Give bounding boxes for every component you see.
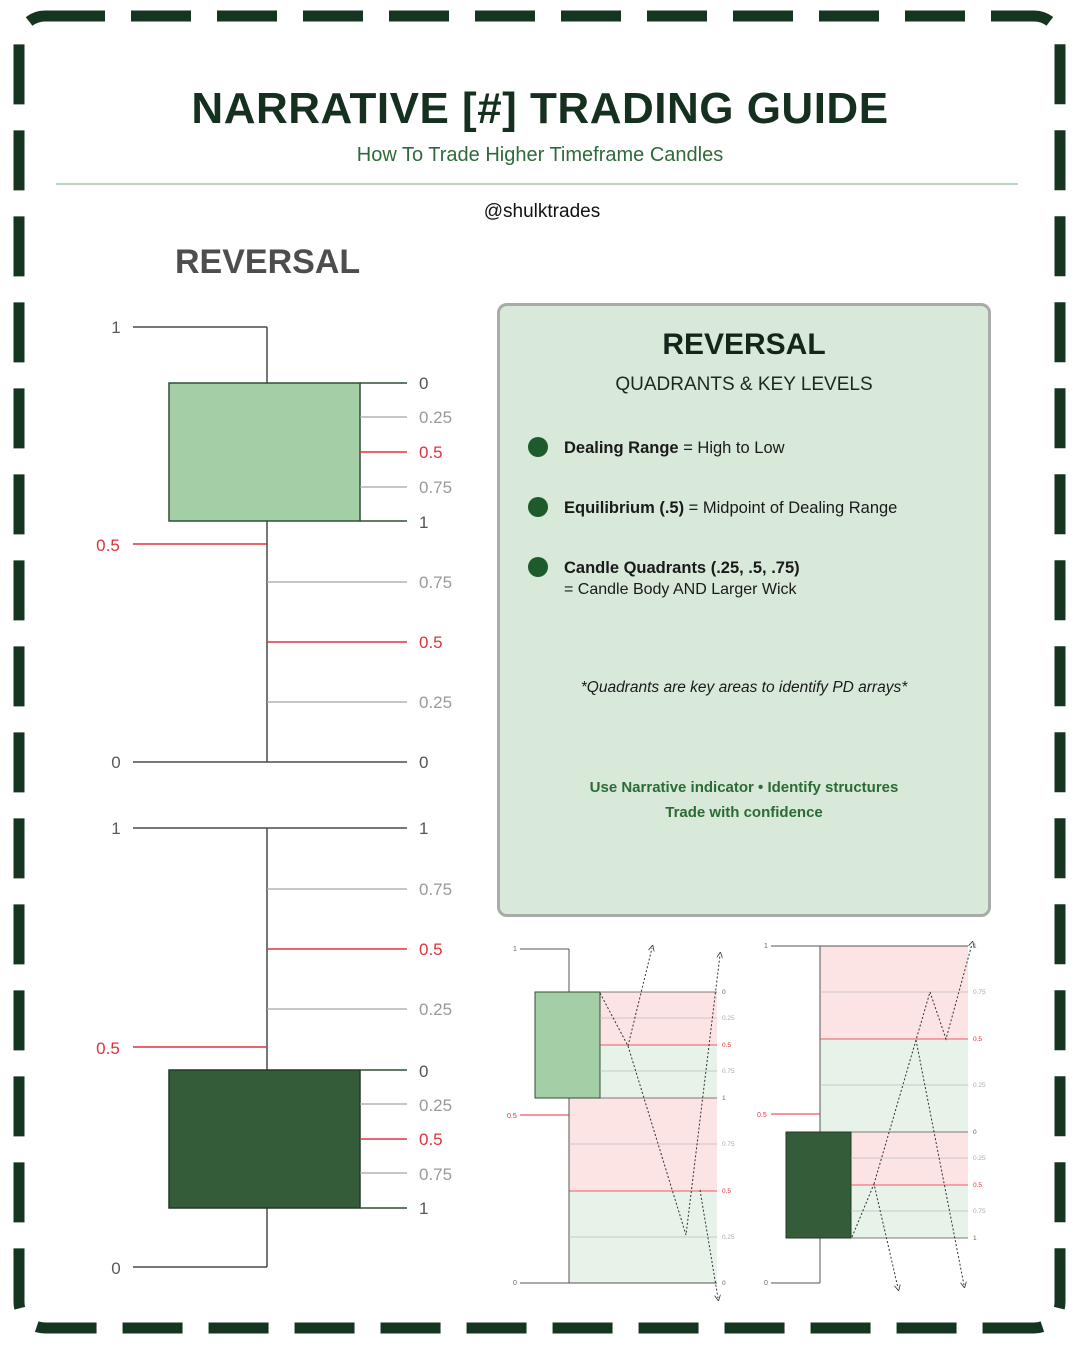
bullet-text: Equilibrium (.5) = Midpoint of Dealing R… <box>564 499 897 518</box>
premium-zone <box>600 992 717 1045</box>
level-label: 0.5 <box>419 633 443 652</box>
level-label: 1 <box>419 1199 428 1218</box>
bullet-detail: = Candle Body AND Larger Wick <box>564 581 797 598</box>
range-label-low: 0 <box>111 753 120 772</box>
mini-level-label: 1 <box>722 1095 726 1102</box>
level-label: 0.5 <box>419 1130 443 1149</box>
premium-zone <box>820 946 968 1039</box>
header-divider <box>56 183 1018 185</box>
premium-zone <box>569 1098 717 1191</box>
level-label: 0.75 <box>419 1165 452 1184</box>
range-label-high: 1 <box>111 318 120 337</box>
mini-level-label: 0.75 <box>722 1141 735 1148</box>
cta-line-1: Use Narrative indicator • Identify struc… <box>589 779 899 796</box>
mini-level-label: 1 <box>973 1235 977 1242</box>
section-title: REVERSAL <box>175 243 361 281</box>
cta-line-2: Trade with confidence <box>665 804 823 821</box>
level-label: 1 <box>419 819 428 838</box>
mini-level-label: 0 <box>722 1280 726 1287</box>
level-label: 0.75 <box>419 880 452 899</box>
level-label: 0.25 <box>419 1096 452 1115</box>
mini-range-label: 0 <box>764 1280 768 1287</box>
mini-level-label: 0.75 <box>722 1068 735 1075</box>
mini-level-label: 0.5 <box>973 1036 982 1043</box>
mini-range-label: 0.5 <box>757 1112 767 1119</box>
bearish-candle-body <box>785 1131 852 1239</box>
range-label-high: 1 <box>111 819 120 838</box>
price-path <box>915 1039 964 1285</box>
mini-level-label: 0.5 <box>722 1042 731 1049</box>
level-label: 0 <box>419 374 428 393</box>
mini-level-label: 0.5 <box>973 1182 982 1189</box>
info-note: *Quadrants are key areas to identify PD … <box>580 679 908 696</box>
mini-level-label: 0 <box>722 989 726 996</box>
mini-example-right: 1 0.5 0 1 0.75 0.5 0.25 0 0.25 0.5 0.75 … <box>757 943 986 1288</box>
bullet-term: Equilibrium (.5) <box>564 499 685 517</box>
discount-zone <box>600 1045 717 1098</box>
level-label: 0.25 <box>419 408 452 427</box>
level-label: 0.5 <box>419 940 443 959</box>
mini-range-label: 1 <box>513 946 517 953</box>
level-label: 0.75 <box>419 573 452 592</box>
level-label: 0.25 <box>419 1000 452 1019</box>
page-title: NARRATIVE [#] TRADING GUIDE <box>191 84 889 133</box>
bullet-desc: = Midpoint of Dealing Range <box>684 499 898 517</box>
bullish-candle-body <box>168 382 361 522</box>
price-path <box>627 955 720 1236</box>
discount-zone <box>851 1185 968 1238</box>
mini-range-label: 1 <box>764 943 768 950</box>
level-label: 0 <box>419 1062 428 1081</box>
range-label-eq: 0.5 <box>96 536 120 555</box>
page-subtitle: How To Trade Higher Timeframe Candles <box>356 144 724 166</box>
level-label: 1 <box>419 513 428 532</box>
level-label: 0 <box>419 753 428 772</box>
mini-level-label: 0.25 <box>722 1234 735 1241</box>
bullet-text: Dealing Range = High to Low <box>564 439 785 458</box>
mini-level-label: 0.75 <box>973 1208 986 1215</box>
premium-zone <box>851 1132 968 1185</box>
level-label: 0.5 <box>419 443 443 462</box>
mini-range-label: 0 <box>513 1280 517 1287</box>
bullet-dot-icon <box>528 557 548 577</box>
mini-level-label: 0.75 <box>973 989 986 996</box>
bullet-dot-icon <box>528 437 548 457</box>
bearish-candle-body <box>168 1069 361 1209</box>
bullish-candle-body <box>534 991 601 1099</box>
price-path <box>873 944 972 1185</box>
info-panel: REVERSAL QUADRANTS & KEY LEVELS Dealing … <box>497 303 991 917</box>
info-title: REVERSAL <box>662 328 826 361</box>
bullet-dot-icon <box>528 497 548 517</box>
bullet-text: Candle Quadrants (.25, .5, .75) <box>564 559 800 578</box>
mini-level-label: 0.5 <box>722 1188 731 1195</box>
bullet-desc: = High to Low <box>678 439 785 457</box>
mini-level-label: 0.25 <box>973 1155 986 1162</box>
mini-level-label: 0.25 <box>722 1015 735 1022</box>
author-handle: @shulktrades <box>483 201 601 222</box>
mini-level-label: 1 <box>973 943 977 950</box>
mini-range-label: 0.5 <box>507 1113 517 1120</box>
bullet-term: Dealing Range <box>564 439 679 457</box>
bearish-candle-quadrants: 1 0.5 0 1 0.75 0.5 0.25 0 0.25 0.5 0.75 … <box>96 819 452 1278</box>
mini-level-label: 0.25 <box>973 1082 986 1089</box>
mini-example-left: 1 0.5 0 0 0.25 0.5 0.75 1 0.75 0.5 0.25 … <box>507 946 735 1298</box>
level-label: 0.25 <box>419 693 452 712</box>
bullish-candle-quadrants: 1 0.5 0 0 0.25 0.5 0.75 1 0.75 0.5 0.25 … <box>96 318 452 772</box>
mini-level-label: 0 <box>973 1129 977 1136</box>
discount-zone <box>820 1039 968 1132</box>
info-subtitle: QUADRANTS & KEY LEVELS <box>615 374 873 395</box>
level-label: 0.75 <box>419 478 452 497</box>
range-label-low: 0 <box>111 1259 120 1278</box>
range-label-eq: 0.5 <box>96 1039 120 1058</box>
bullet-term: Candle Quadrants (.25, .5, .75) <box>564 559 800 577</box>
